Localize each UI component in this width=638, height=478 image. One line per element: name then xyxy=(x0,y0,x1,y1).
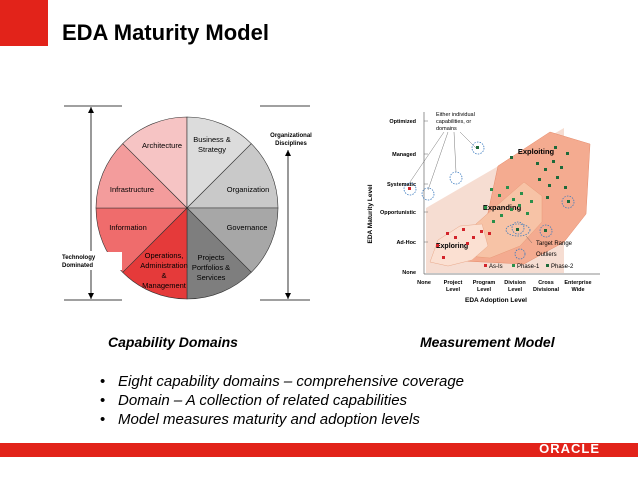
segment-label-information: Information xyxy=(109,223,147,232)
right-label-line2: Disciplines xyxy=(275,141,307,147)
legend-outlier-ring xyxy=(514,248,526,260)
region-exploiting: Exploiting xyxy=(518,147,555,156)
left-label-line1: Technology xyxy=(62,255,96,261)
measurement-model-figure: EDA Maturity Level Optimized Managed Sys… xyxy=(367,112,600,304)
segment-label-operations-line1: Operations, xyxy=(145,251,184,260)
legend-asis-swatch xyxy=(484,264,487,267)
footer-bar xyxy=(0,443,638,457)
bullet-list: Eight capability domains – comprehensive… xyxy=(100,372,464,429)
segment-infrastructure xyxy=(95,143,188,209)
segment-label-projects-line1: Projects xyxy=(197,253,224,262)
legend-phase2-swatch xyxy=(546,264,549,267)
outlier-ring-3 xyxy=(449,171,463,185)
segment-projects xyxy=(186,207,252,300)
legend-target-range: Target Range xyxy=(536,241,573,247)
callout-line3: domains xyxy=(436,126,457,132)
left-label-line2: Dominated xyxy=(62,263,93,269)
segment-architecture xyxy=(122,116,188,209)
corner-accent xyxy=(0,0,48,46)
x-level-project-1: Project xyxy=(444,280,463,286)
x-level-none: None xyxy=(417,280,431,286)
callout-line1: Either individual xyxy=(436,112,475,118)
x-axis-label: EDA Adoption Level xyxy=(465,297,527,304)
segment-label-business-line1: Business & xyxy=(193,135,231,144)
x-level-project-2: Level xyxy=(446,287,461,293)
bullet-item: Model measures maturity and adoption lev… xyxy=(100,410,464,429)
segment-label-projects-line3: Services xyxy=(197,273,226,282)
bullet-item: Domain – A collection of related capabil… xyxy=(100,391,464,410)
y-axis-label: EDA Maturity Level xyxy=(367,184,374,243)
capability-domains-figure: Technology Dominated Organizational Disc… xyxy=(60,105,320,301)
bullet-item: Eight capability domains – comprehensive… xyxy=(100,372,464,391)
legend-outliers: Outliers xyxy=(536,252,557,258)
segment-operations xyxy=(122,207,188,300)
outlier-ring-4 xyxy=(471,141,485,155)
segment-label-organization: Organization xyxy=(227,185,270,194)
x-level-division-2: Level xyxy=(508,287,523,293)
x-level-division-1: Division xyxy=(504,280,526,286)
legend-asis-label: As-Is xyxy=(489,264,503,270)
x-level-cross-1: Cross xyxy=(538,280,554,286)
legend-phase1-swatch xyxy=(512,264,515,267)
y-level-systematic: Systematic xyxy=(387,182,416,188)
segment-label-architecture: Architecture xyxy=(142,141,182,150)
segment-governance xyxy=(186,207,279,273)
scatter-points xyxy=(408,146,570,259)
measurement-caption: Measurement Model xyxy=(420,334,555,350)
y-level-none: None xyxy=(402,270,416,276)
right-label-line1: Organizational xyxy=(270,133,312,139)
legend-phase1-label: Phase-1 xyxy=(517,264,540,270)
outlier-ring-2 xyxy=(421,187,435,201)
segment-label-operations-line4: Management xyxy=(142,281,187,290)
outlier-ring-7 xyxy=(539,224,553,238)
segment-label-operations-line2: Administration xyxy=(140,261,188,270)
outlier-ring-5 xyxy=(561,195,575,209)
outlier-ring-6 xyxy=(511,221,525,235)
y-level-managed: Managed xyxy=(392,152,416,158)
x-level-cross-2: Divisional xyxy=(533,287,559,293)
y-level-optimized: Optimized xyxy=(389,119,416,125)
segment-label-operations-line3: & xyxy=(161,271,166,280)
outlier-ring-1 xyxy=(403,182,417,196)
callout-line2: capabilities, or xyxy=(436,119,471,125)
capability-pie xyxy=(95,116,279,300)
y-level-adhoc: Ad-Hoc xyxy=(396,240,416,246)
region-exploring: Exploring xyxy=(436,243,468,250)
segment-label-projects-line2: Portfolios & xyxy=(192,263,230,272)
y-level-opportunistic: Opportunistic xyxy=(380,210,416,216)
oracle-logo: ORACLE xyxy=(539,441,600,456)
legend-phase2-label: Phase-2 xyxy=(551,264,574,270)
capability-caption: Capability Domains xyxy=(108,334,238,350)
segment-organization xyxy=(186,143,279,209)
segment-label-governance: Governance xyxy=(227,223,268,232)
segment-label-infrastructure: Infrastructure xyxy=(110,185,154,194)
segment-label-business-line2: Strategy xyxy=(198,145,226,154)
x-level-program-1: Program xyxy=(473,280,496,286)
region-expanding: Expanding xyxy=(483,203,522,212)
x-level-enterprise-2: Wide xyxy=(571,287,584,293)
target-range-ring xyxy=(505,223,531,237)
x-level-enterprise-1: Enterprise xyxy=(564,280,591,286)
slide-title: EDA Maturity Model xyxy=(62,20,269,45)
segment-business-strategy xyxy=(186,116,252,209)
x-level-program-2: Level xyxy=(477,287,492,293)
